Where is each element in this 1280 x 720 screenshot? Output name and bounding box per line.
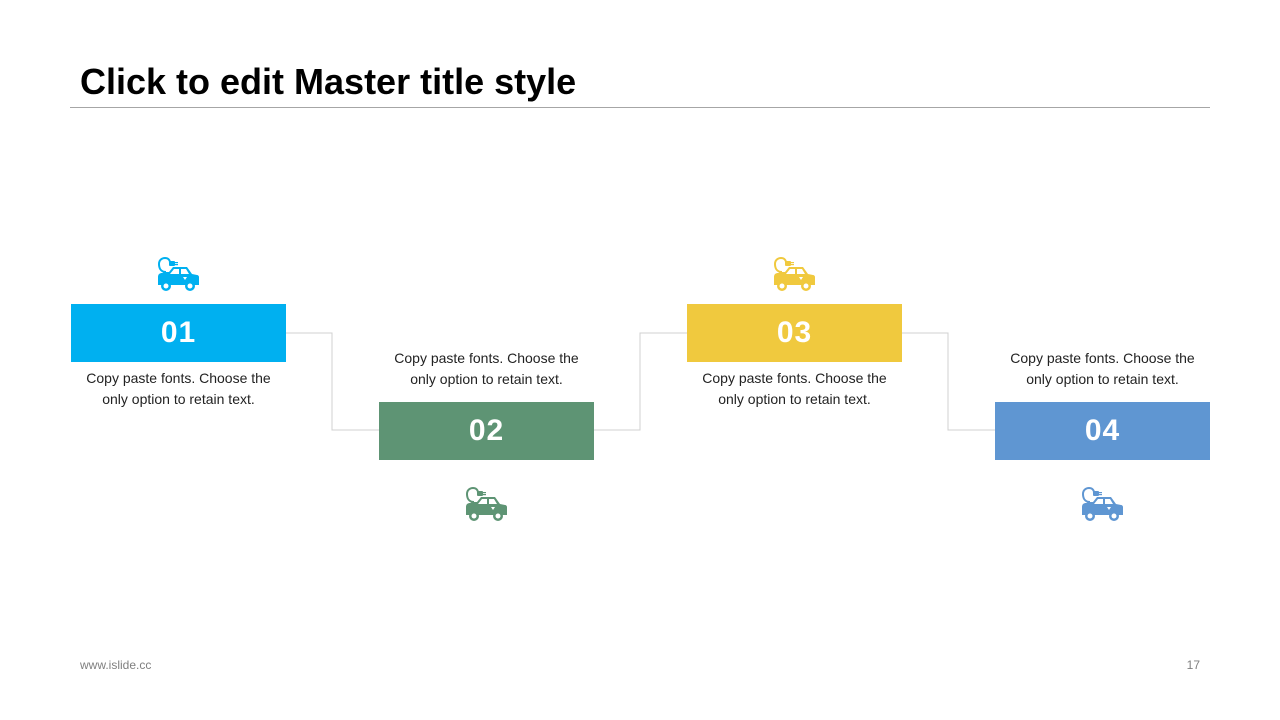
step-description-03: Copy paste fonts. Choose the only option… bbox=[687, 368, 902, 410]
step-box-03[interactable]: 03 bbox=[687, 304, 902, 362]
step-description-02: Copy paste fonts. Choose the only option… bbox=[379, 348, 594, 390]
footer-url: www.islide.cc bbox=[80, 658, 152, 672]
step-description-line: Copy paste fonts. Choose the bbox=[86, 370, 271, 386]
electric-car-icon bbox=[1081, 486, 1123, 521]
step-description-line: only option to retain text. bbox=[1026, 371, 1179, 387]
step-description-line: Copy paste fonts. Choose the bbox=[394, 350, 579, 366]
step-number: 02 bbox=[468, 414, 505, 447]
step-description-line: only option to retain text. bbox=[410, 371, 563, 387]
step-description-line: only option to retain text. bbox=[102, 391, 255, 407]
step-number: 01 bbox=[160, 316, 197, 349]
step-description-01: Copy paste fonts. Choose the only option… bbox=[71, 368, 286, 410]
title-divider bbox=[70, 107, 1210, 108]
slide-title[interactable]: Click to edit Master title style bbox=[80, 61, 577, 102]
electric-car-icon bbox=[465, 486, 507, 521]
electric-car-icon bbox=[773, 256, 815, 291]
connector-1-2 bbox=[285, 332, 379, 431]
step-box-02[interactable]: 02 bbox=[379, 402, 594, 460]
step-box-01[interactable]: 01 bbox=[71, 304, 286, 362]
electric-car-icon bbox=[157, 256, 199, 291]
step-description-04: Copy paste fonts. Choose the only option… bbox=[995, 348, 1210, 390]
step-description-line: Copy paste fonts. Choose the bbox=[702, 370, 887, 386]
connector-2-3 bbox=[593, 332, 687, 431]
connector-3-4 bbox=[901, 332, 995, 431]
step-number: 03 bbox=[776, 316, 813, 349]
page-number: 17 bbox=[1186, 658, 1200, 672]
step-description-line: only option to retain text. bbox=[718, 391, 871, 407]
step-description-line: Copy paste fonts. Choose the bbox=[1010, 350, 1195, 366]
step-box-04[interactable]: 04 bbox=[995, 402, 1210, 460]
step-number: 04 bbox=[1084, 414, 1121, 447]
